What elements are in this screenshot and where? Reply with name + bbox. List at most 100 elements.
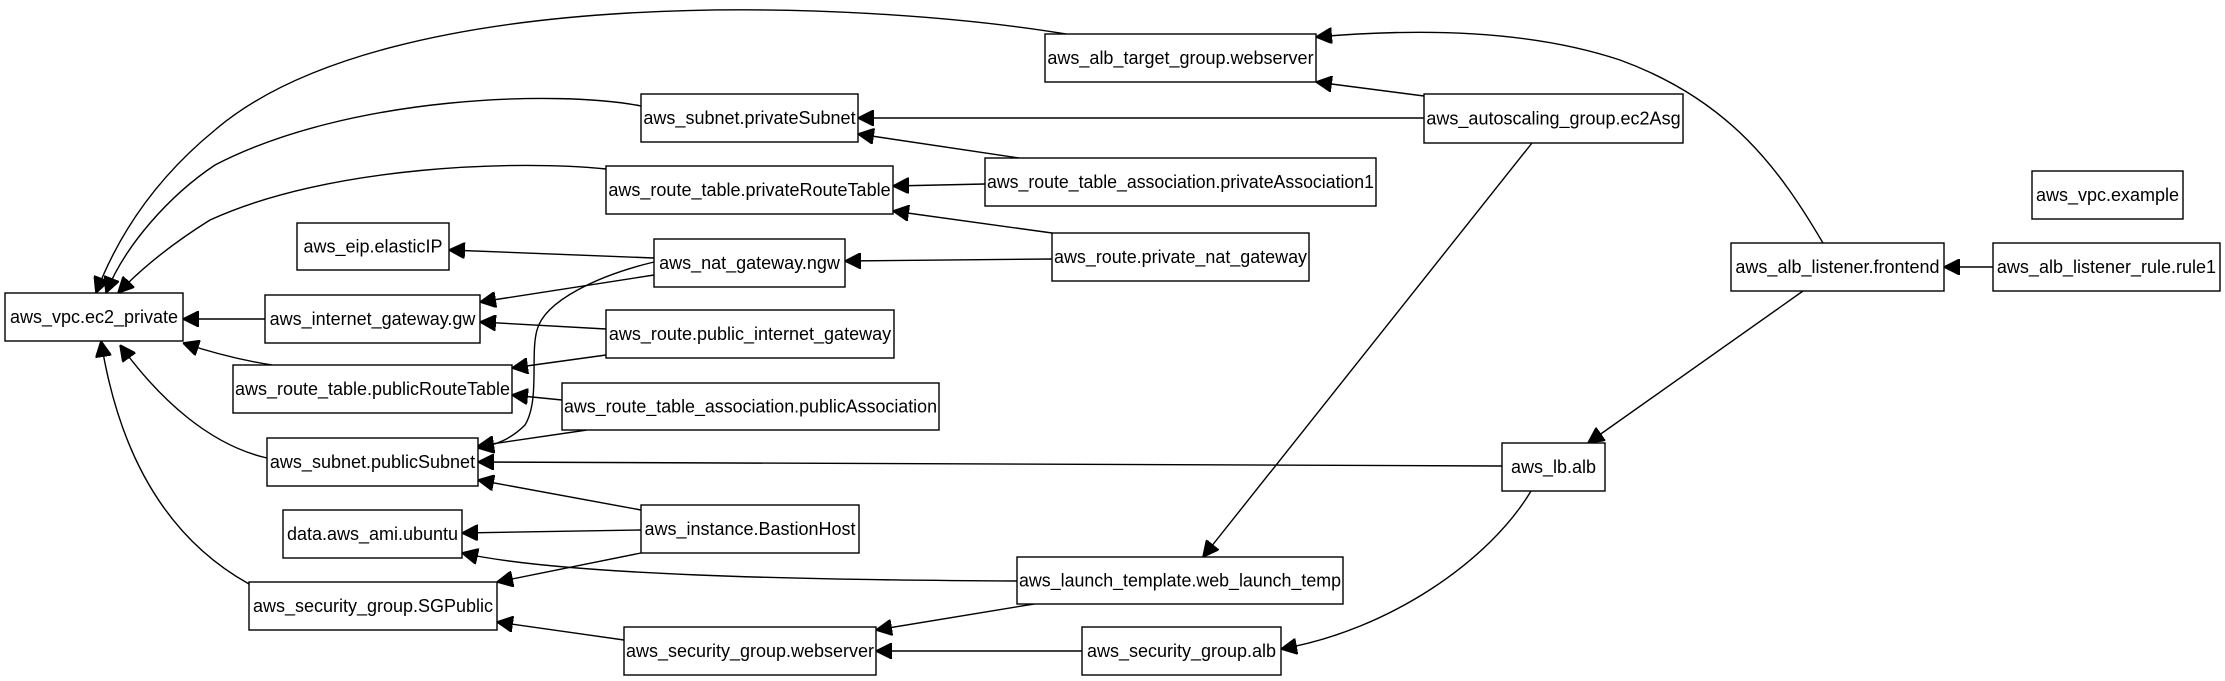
edge-line <box>497 622 625 641</box>
node-box <box>1423 93 1684 144</box>
edge-line <box>101 341 250 585</box>
node-route-private-nat[interactable]: aws_route.private_nat_gateway <box>1051 232 1310 282</box>
edge-lb_alb-to-subnet_public <box>478 462 1503 466</box>
node-box <box>264 294 481 344</box>
node-subnet-public[interactable]: aws_subnet.publicSubnet <box>266 437 479 487</box>
node-nat-gw[interactable]: aws_nat_gateway.ngw <box>653 238 846 288</box>
node-alb-listener-rule[interactable]: aws_alb_listener_rule.rule1 <box>1992 242 2221 292</box>
node-box <box>232 364 513 414</box>
edge-alb_listener-to-alb_tg <box>1316 32 1824 244</box>
node-label: aws_subnet.publicSubnet <box>270 452 475 473</box>
edge-subnet_private-to-vpc_ec2_private <box>106 97 642 293</box>
node-box <box>266 437 479 487</box>
edge-rt_private-to-vpc_ec2_private <box>118 164 607 293</box>
node-sg-public[interactable]: aws_security_group.SGPublic <box>248 581 498 631</box>
node-label: aws_instance.BastionHost <box>644 519 855 540</box>
edge-line <box>449 250 655 259</box>
node-asg[interactable]: aws_autoscaling_group.ec2Asg <box>1423 93 1684 144</box>
edge-lb_alb-to-sg_alb <box>1281 490 1532 649</box>
edge-nat_gw-to-subnet_public <box>478 261 655 448</box>
edge-rta_public-to-rt_public <box>512 395 563 400</box>
node-label: aws_autoscaling_group.ec2Asg <box>1426 109 1680 130</box>
edge-line <box>1316 32 1824 244</box>
edge-rt_public-to-vpc_ec2_private <box>183 343 273 366</box>
node-box <box>248 581 498 631</box>
node-label: aws_security_group.webserver <box>626 641 874 662</box>
node-box <box>282 509 463 559</box>
edge-line <box>478 462 1503 466</box>
edge-line <box>1316 82 1425 97</box>
node-lb-alb[interactable]: aws_lb.alb <box>1501 442 1606 492</box>
node-box <box>605 165 894 215</box>
node-igw[interactable]: aws_internet_gateway.gw <box>264 294 481 344</box>
node-alb-tg[interactable]: aws_alb_target_group.webserver <box>1044 33 1317 83</box>
edge-bastion-to-ami_ubuntu <box>462 530 642 533</box>
node-sg-alb[interactable]: aws_security_group.alb <box>1081 626 1282 676</box>
node-sg-webserver[interactable]: aws_security_group.webserver <box>623 626 877 676</box>
edge-sg_public-to-vpc_ec2_private <box>101 341 250 585</box>
node-box <box>4 292 184 342</box>
node-box <box>653 238 846 288</box>
node-box <box>640 93 859 143</box>
edge-route_private_nat-to-rt_private <box>893 211 1053 234</box>
node-box <box>623 626 877 676</box>
node-label: aws_route_table_association.privateAssoc… <box>987 172 1374 193</box>
edge-line <box>183 343 273 366</box>
edge-nat_gw-to-igw <box>480 274 655 302</box>
node-bastion[interactable]: aws_instance.BastionHost <box>640 504 860 554</box>
node-launch-template[interactable]: aws_launch_template.web_launch_temp <box>1016 556 1344 605</box>
edge-line <box>478 429 588 446</box>
edge-bastion-to-subnet_public <box>478 480 642 511</box>
node-box <box>605 309 895 359</box>
node-route-public-igw[interactable]: aws_route.public_internet_gateway <box>605 309 895 359</box>
node-rta-public[interactable]: aws_route_table_association.publicAssoci… <box>561 382 940 431</box>
edge-launch_template-to-ami_ubuntu <box>462 553 1018 582</box>
edge-sg_webserver-to-sg_public <box>497 622 625 641</box>
node-label: aws_route_table.privateRouteTable <box>608 180 890 201</box>
edge-line <box>462 530 642 533</box>
node-label: aws_launch_template.web_launch_temp <box>1019 571 1341 592</box>
node-rt-private[interactable]: aws_route_table.privateRouteTable <box>605 165 894 215</box>
edge-line <box>512 354 607 368</box>
node-vpc-ec2-private[interactable]: aws_vpc.ec2_private <box>4 292 184 342</box>
node-vpc-example[interactable]: aws_vpc.example <box>2031 170 2184 220</box>
edge-line <box>858 134 1020 159</box>
node-box <box>984 157 1377 207</box>
node-subnet-private[interactable]: aws_subnet.privateSubnet <box>640 93 859 143</box>
edge-line <box>480 322 607 329</box>
edge-asg-to-alb_tg <box>1316 82 1425 97</box>
node-rt-public[interactable]: aws_route_table.publicRouteTable <box>232 364 513 414</box>
edge-rta_public-to-subnet_public <box>478 429 588 446</box>
node-box <box>2031 170 2184 220</box>
edge-line <box>876 603 1035 630</box>
node-label: aws_vpc.ec2_private <box>10 307 178 328</box>
edge-line <box>462 553 1018 582</box>
node-box <box>1501 442 1606 492</box>
edge-line <box>893 184 986 186</box>
node-label: aws_route.public_internet_gateway <box>609 324 891 345</box>
edge-line <box>1281 490 1532 649</box>
edge-launch_template-to-sg_webserver <box>876 603 1035 630</box>
node-label: aws_vpc.example <box>2036 185 2179 206</box>
node-rta-private[interactable]: aws_route_table_association.privateAssoc… <box>984 157 1377 207</box>
node-label: aws_route.private_nat_gateway <box>1054 247 1307 268</box>
node-label: aws_alb_listener.frontend <box>1735 257 1939 278</box>
edge-line <box>478 480 642 511</box>
node-label: aws_route_table.publicRouteTable <box>235 379 510 400</box>
node-eip[interactable]: aws_eip.elasticIP <box>296 222 450 271</box>
node-label: aws_lb.alb <box>1511 457 1596 478</box>
edge-route_public_igw-to-igw <box>480 322 607 329</box>
edge-line <box>1203 142 1533 557</box>
node-label: aws_nat_gateway.ngw <box>659 253 841 274</box>
edge-nat_gw-to-eip <box>449 250 655 259</box>
node-box <box>1730 242 1945 292</box>
node-label: aws_alb_listener_rule.rule1 <box>1997 257 2216 278</box>
edge-rta_private-to-subnet_private <box>858 134 1020 159</box>
edge-subnet_public-to-vpc_ec2_private <box>120 345 268 459</box>
node-alb-listener[interactable]: aws_alb_listener.frontend <box>1730 242 1945 292</box>
node-label: aws_security_group.alb <box>1087 641 1276 662</box>
edge-line <box>106 97 642 293</box>
node-label: aws_internet_gateway.gw <box>270 309 477 330</box>
node-ami-ubuntu[interactable]: data.aws_ami.ubuntu <box>282 509 463 559</box>
edge-line <box>512 395 563 400</box>
